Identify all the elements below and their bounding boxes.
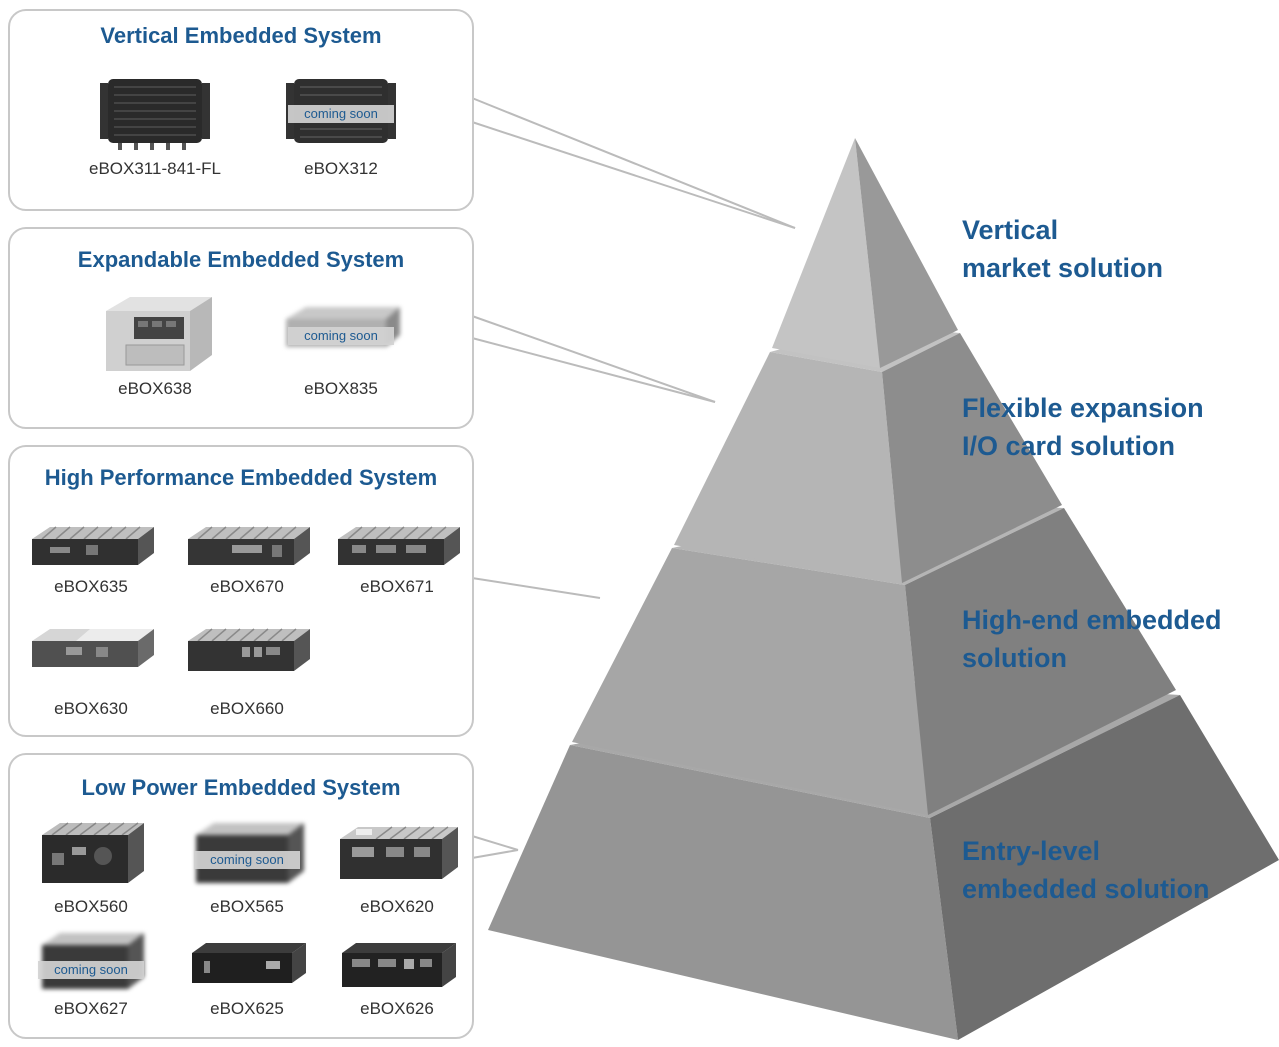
panel-title: Expandable Embedded System (77, 247, 405, 272)
tier-top-left-face (772, 138, 880, 368)
tier-third-left-face (572, 548, 928, 815)
product-card[interactable]: eBOX630 (16, 623, 166, 743)
product-name: eBOX630 (54, 699, 128, 718)
panel-expandable-embedded-system: Expandable Embedded System eBOX638 comin… (8, 227, 474, 429)
tier-bottom-right-face (930, 695, 1279, 1040)
tier-label-bottom-line1: Entry-level (962, 836, 1101, 866)
tier-label-third-line1: High-end embedded (962, 605, 1222, 635)
product-image (332, 817, 462, 897)
tier-second-left-face (674, 352, 902, 583)
product-image (332, 521, 462, 601)
coming-soon-badge: coming soon (288, 105, 394, 123)
product-card[interactable]: coming soon eBOX312 (266, 73, 416, 193)
product-card[interactable]: coming soon eBOX835 (266, 293, 416, 413)
product-name: eBOX626 (360, 999, 434, 1018)
product-image (182, 623, 312, 703)
panel-vertical-embedded-system: Vertical Embedded System eBOX311-841-FL … (8, 9, 474, 211)
tier-top-right-face (855, 138, 958, 368)
product-card[interactable]: eBOX560 (16, 817, 166, 937)
pyramid-tier-third (572, 500, 1176, 815)
tier-label-third: High-end embedded solution (962, 601, 1222, 677)
product-name: eBOX625 (210, 999, 284, 1018)
product-card[interactable]: eBOX620 (322, 817, 472, 937)
product-name: eBOX660 (210, 699, 284, 718)
panel-title: High Performance Embedded System (44, 465, 438, 490)
product-name: eBOX565 (210, 897, 284, 916)
coming-soon-badge: coming soon (38, 961, 144, 979)
pyramid-tier-second (674, 325, 1062, 583)
tier-label-top-line1: Vertical (962, 215, 1059, 245)
product-card[interactable]: coming soon eBOX565 (172, 817, 322, 937)
pyramid-tier-top (772, 138, 958, 368)
panel-title: Vertical Embedded System (100, 23, 382, 48)
panel-high-performance-embedded-system: High Performance Embedded System eBOX635… (8, 445, 474, 737)
product-name: eBOX670 (210, 577, 284, 596)
tier-label-second-line1: Flexible expansion (962, 393, 1204, 423)
product-card[interactable]: eBOX626 (322, 927, 472, 1047)
product-image (332, 927, 462, 1007)
panel-low-power-embedded-system: Low Power Embedded System eBOX560 coming… (8, 753, 474, 1039)
product-name: eBOX627 (54, 999, 128, 1018)
tier-third-right-face (905, 508, 1176, 815)
tier-second-right-face (882, 333, 1062, 583)
product-name: eBOX635 (54, 577, 128, 596)
tier-label-top-line2: market solution (962, 253, 1164, 283)
coming-soon-badge: coming soon (288, 327, 394, 345)
product-card[interactable]: eBOX638 (80, 293, 230, 413)
product-name: eBOX638 (118, 379, 192, 398)
tier-label-bottom-line2: embedded solution (962, 874, 1210, 904)
connector-lines (471, 97, 796, 859)
product-image (26, 817, 156, 897)
tier-label-bottom: Entry-level embedded solution (962, 832, 1210, 908)
panel-title: Low Power Embedded System (81, 775, 401, 800)
tier-bottom-left-face (488, 745, 958, 1040)
product-card[interactable]: eBOX671 (322, 521, 472, 641)
product-image (90, 73, 220, 153)
product-card[interactable]: eBOX625 (172, 927, 322, 1047)
product-card[interactable]: eBOX670 (172, 521, 322, 641)
product-image (26, 623, 156, 703)
product-name: eBOX620 (360, 897, 434, 916)
tier-label-second-line2: I/O card solution (962, 431, 1176, 461)
coming-soon-badge: coming soon (194, 851, 300, 869)
product-name: eBOX835 (304, 379, 378, 398)
product-image (182, 927, 312, 1007)
product-card[interactable]: eBOX635 (16, 521, 166, 641)
product-name: eBOX671 (360, 577, 434, 596)
product-name: eBOX312 (304, 159, 378, 178)
tier-label-second: Flexible expansion I/O card solution (962, 389, 1204, 465)
product-card[interactable]: eBOX660 (172, 623, 322, 743)
product-name: eBOX311-841-FL (89, 159, 221, 178)
product-name: eBOX560 (54, 897, 128, 916)
product-image (90, 293, 220, 373)
product-image (26, 521, 156, 601)
tier-label-third-line2: solution (962, 643, 1067, 673)
product-card[interactable]: coming soon eBOX627 (16, 927, 166, 1047)
product-image (182, 521, 312, 601)
product-card[interactable]: eBOX311-841-FL (80, 73, 230, 193)
tier-label-top: Vertical market solution (962, 211, 1163, 287)
